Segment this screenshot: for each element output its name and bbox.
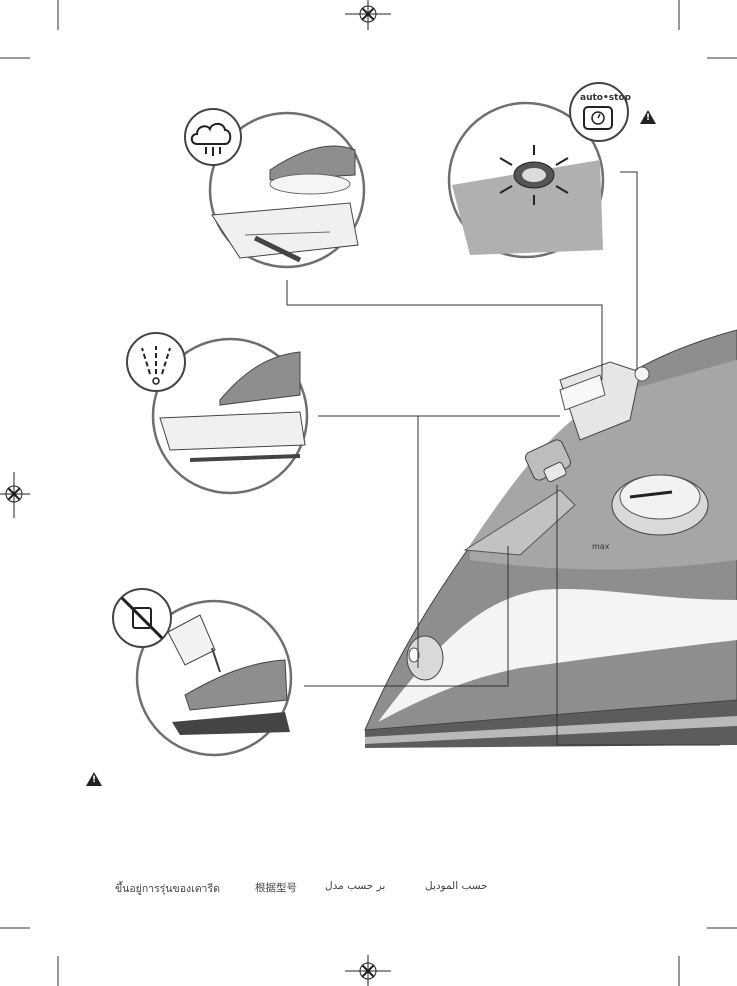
- filling-inset: [112, 588, 293, 757]
- warning-mark: !: [92, 775, 97, 785]
- caption-chinese: 根据型号: [255, 882, 297, 894]
- registration-crosshair-icon: [345, 955, 391, 986]
- auto-stop-inset: [447, 82, 629, 259]
- warning-triangle-icon: !: [640, 110, 656, 124]
- caption-thai: ขึ้นอยู่การรุ่นของเตารีด: [115, 883, 220, 895]
- model-dependent-captions: ขึ้นอยู่การรุ่นของเตารีด 根据型号 بر حسب مدل…: [0, 880, 737, 900]
- spray-inset: [126, 332, 309, 495]
- steam-iron: [364, 329, 737, 748]
- no-plug-icon: [112, 588, 172, 648]
- steam-cloud-icon: [184, 108, 242, 166]
- spray-icon: [126, 332, 186, 392]
- auto-stop-label: auto•stop: [580, 93, 632, 103]
- registration-crosshair-icon: [345, 0, 391, 30]
- auto-stop-clock-icon: [569, 82, 629, 142]
- caption-arabic: حسب الموديل: [425, 880, 488, 892]
- max-label: max: [592, 542, 610, 551]
- registration-crosshair-icon: [0, 472, 30, 518]
- steam-burst-inset: [184, 108, 366, 269]
- warning-triangle-icon: !: [86, 772, 102, 786]
- leader-lines: [286, 171, 720, 746]
- warning-mark: !: [646, 113, 651, 123]
- caption-persian: بر حسب مدل: [325, 880, 386, 892]
